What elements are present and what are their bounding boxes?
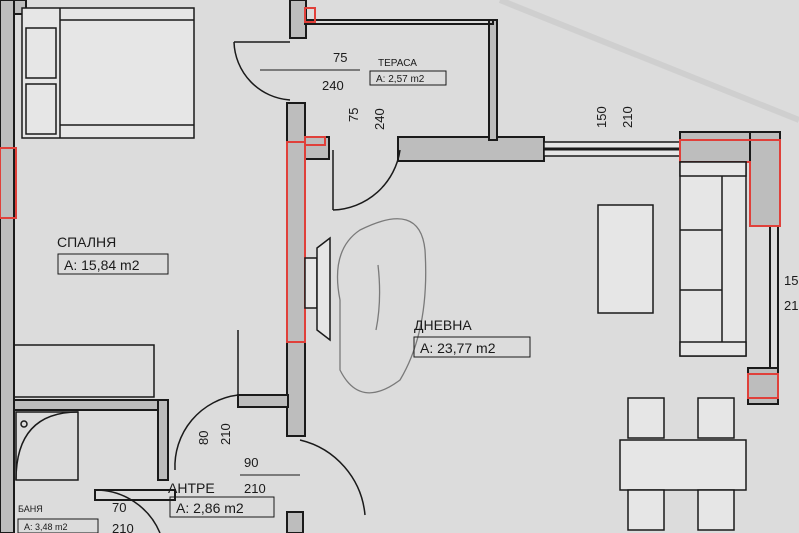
shower-curve — [15, 411, 79, 481]
wall-bath-bottom — [94, 489, 176, 501]
bath-area: A: 3,48 m2 — [24, 522, 68, 532]
wall-living-corner — [749, 131, 781, 227]
terrace-door-swing — [233, 41, 291, 101]
hall-name: АНТРЕ — [168, 480, 215, 496]
chair-1 — [627, 397, 665, 439]
terrace-name: ТЕРАСА — [378, 58, 417, 69]
window-height: 210 — [620, 106, 635, 128]
coffee-table — [597, 204, 654, 314]
dining-table — [619, 439, 747, 491]
terrace-door-width: 75 — [333, 50, 347, 65]
bedroom-area: A: 15,84 m2 — [64, 257, 140, 273]
hall-door-height: 210 — [218, 423, 233, 445]
terrace-area-box — [369, 70, 447, 86]
bedroom-area-box — [57, 253, 169, 275]
hall-door-width: 80 — [196, 431, 211, 445]
chair-3 — [627, 489, 665, 531]
wall-terrace-bottom — [397, 136, 545, 162]
pillow-1 — [25, 27, 57, 79]
terrace-area: A: 2,57 m2 — [376, 74, 425, 85]
tv — [316, 236, 331, 342]
pencil-sketch — [336, 218, 427, 394]
bath-door-width: 70 — [112, 500, 126, 515]
chair-4 — [697, 489, 735, 531]
hall-area: A: 2,86 m2 — [176, 500, 244, 516]
bath-name: БАНЯ — [18, 504, 43, 514]
wall-bath-top — [13, 399, 165, 411]
walls — [0, 0, 781, 533]
dining-set — [619, 397, 747, 531]
bedroom-wardrobe — [13, 344, 155, 398]
bed — [21, 7, 195, 139]
wall-top-central — [289, 0, 307, 39]
bath-area-box — [17, 518, 99, 533]
shower-tray — [15, 411, 79, 481]
hall-door-swing — [174, 394, 239, 471]
living-door-swing — [332, 149, 401, 211]
right-window-width: 15 — [784, 273, 798, 288]
chair-2 — [697, 397, 735, 439]
entry-door-swing — [299, 439, 366, 516]
window-width: 150 — [594, 106, 609, 128]
wall-terrace-right — [488, 19, 498, 141]
hall-area-box — [169, 496, 275, 518]
wall-left-outer — [0, 0, 15, 533]
red-terrace-stub — [304, 7, 316, 23]
shower-drain — [20, 420, 28, 428]
red-right-lower — [747, 373, 779, 399]
sofa — [679, 161, 747, 357]
wall-central — [286, 102, 306, 437]
wall-bottom-central — [286, 511, 304, 533]
wall-hall-top — [237, 394, 289, 408]
living-area-box — [413, 336, 531, 358]
bedroom-name: СПАЛНЯ — [57, 234, 116, 250]
doors — [94, 41, 401, 533]
right-window — [769, 226, 779, 368]
terrace-door2-width: 75 — [346, 108, 361, 122]
pencil-mark — [375, 264, 381, 331]
shower — [15, 411, 79, 481]
entry-door-width: 90 — [244, 455, 258, 470]
living-window — [543, 141, 681, 157]
bath-door-height: 210 — [112, 521, 134, 533]
tv-unit — [304, 236, 331, 342]
living-name: ДНЕВНА — [414, 317, 472, 333]
tv-stand — [304, 257, 318, 309]
terrace-door-height: 240 — [322, 78, 344, 93]
red-terrace-wall — [304, 136, 326, 146]
pillow-2 — [25, 83, 57, 135]
wall-bath-right — [157, 399, 169, 481]
sofa-body — [679, 161, 747, 357]
paper-crease — [498, 0, 799, 123]
entry-door-height: 210 — [244, 481, 266, 496]
bath-door-swing — [94, 489, 161, 533]
bedroom-window-red — [0, 147, 17, 219]
red-partition — [286, 141, 306, 343]
living-area: A: 23,77 m2 — [420, 340, 496, 356]
terrace-door2-height: 240 — [372, 108, 387, 130]
right-window-height: 21 — [784, 298, 798, 313]
